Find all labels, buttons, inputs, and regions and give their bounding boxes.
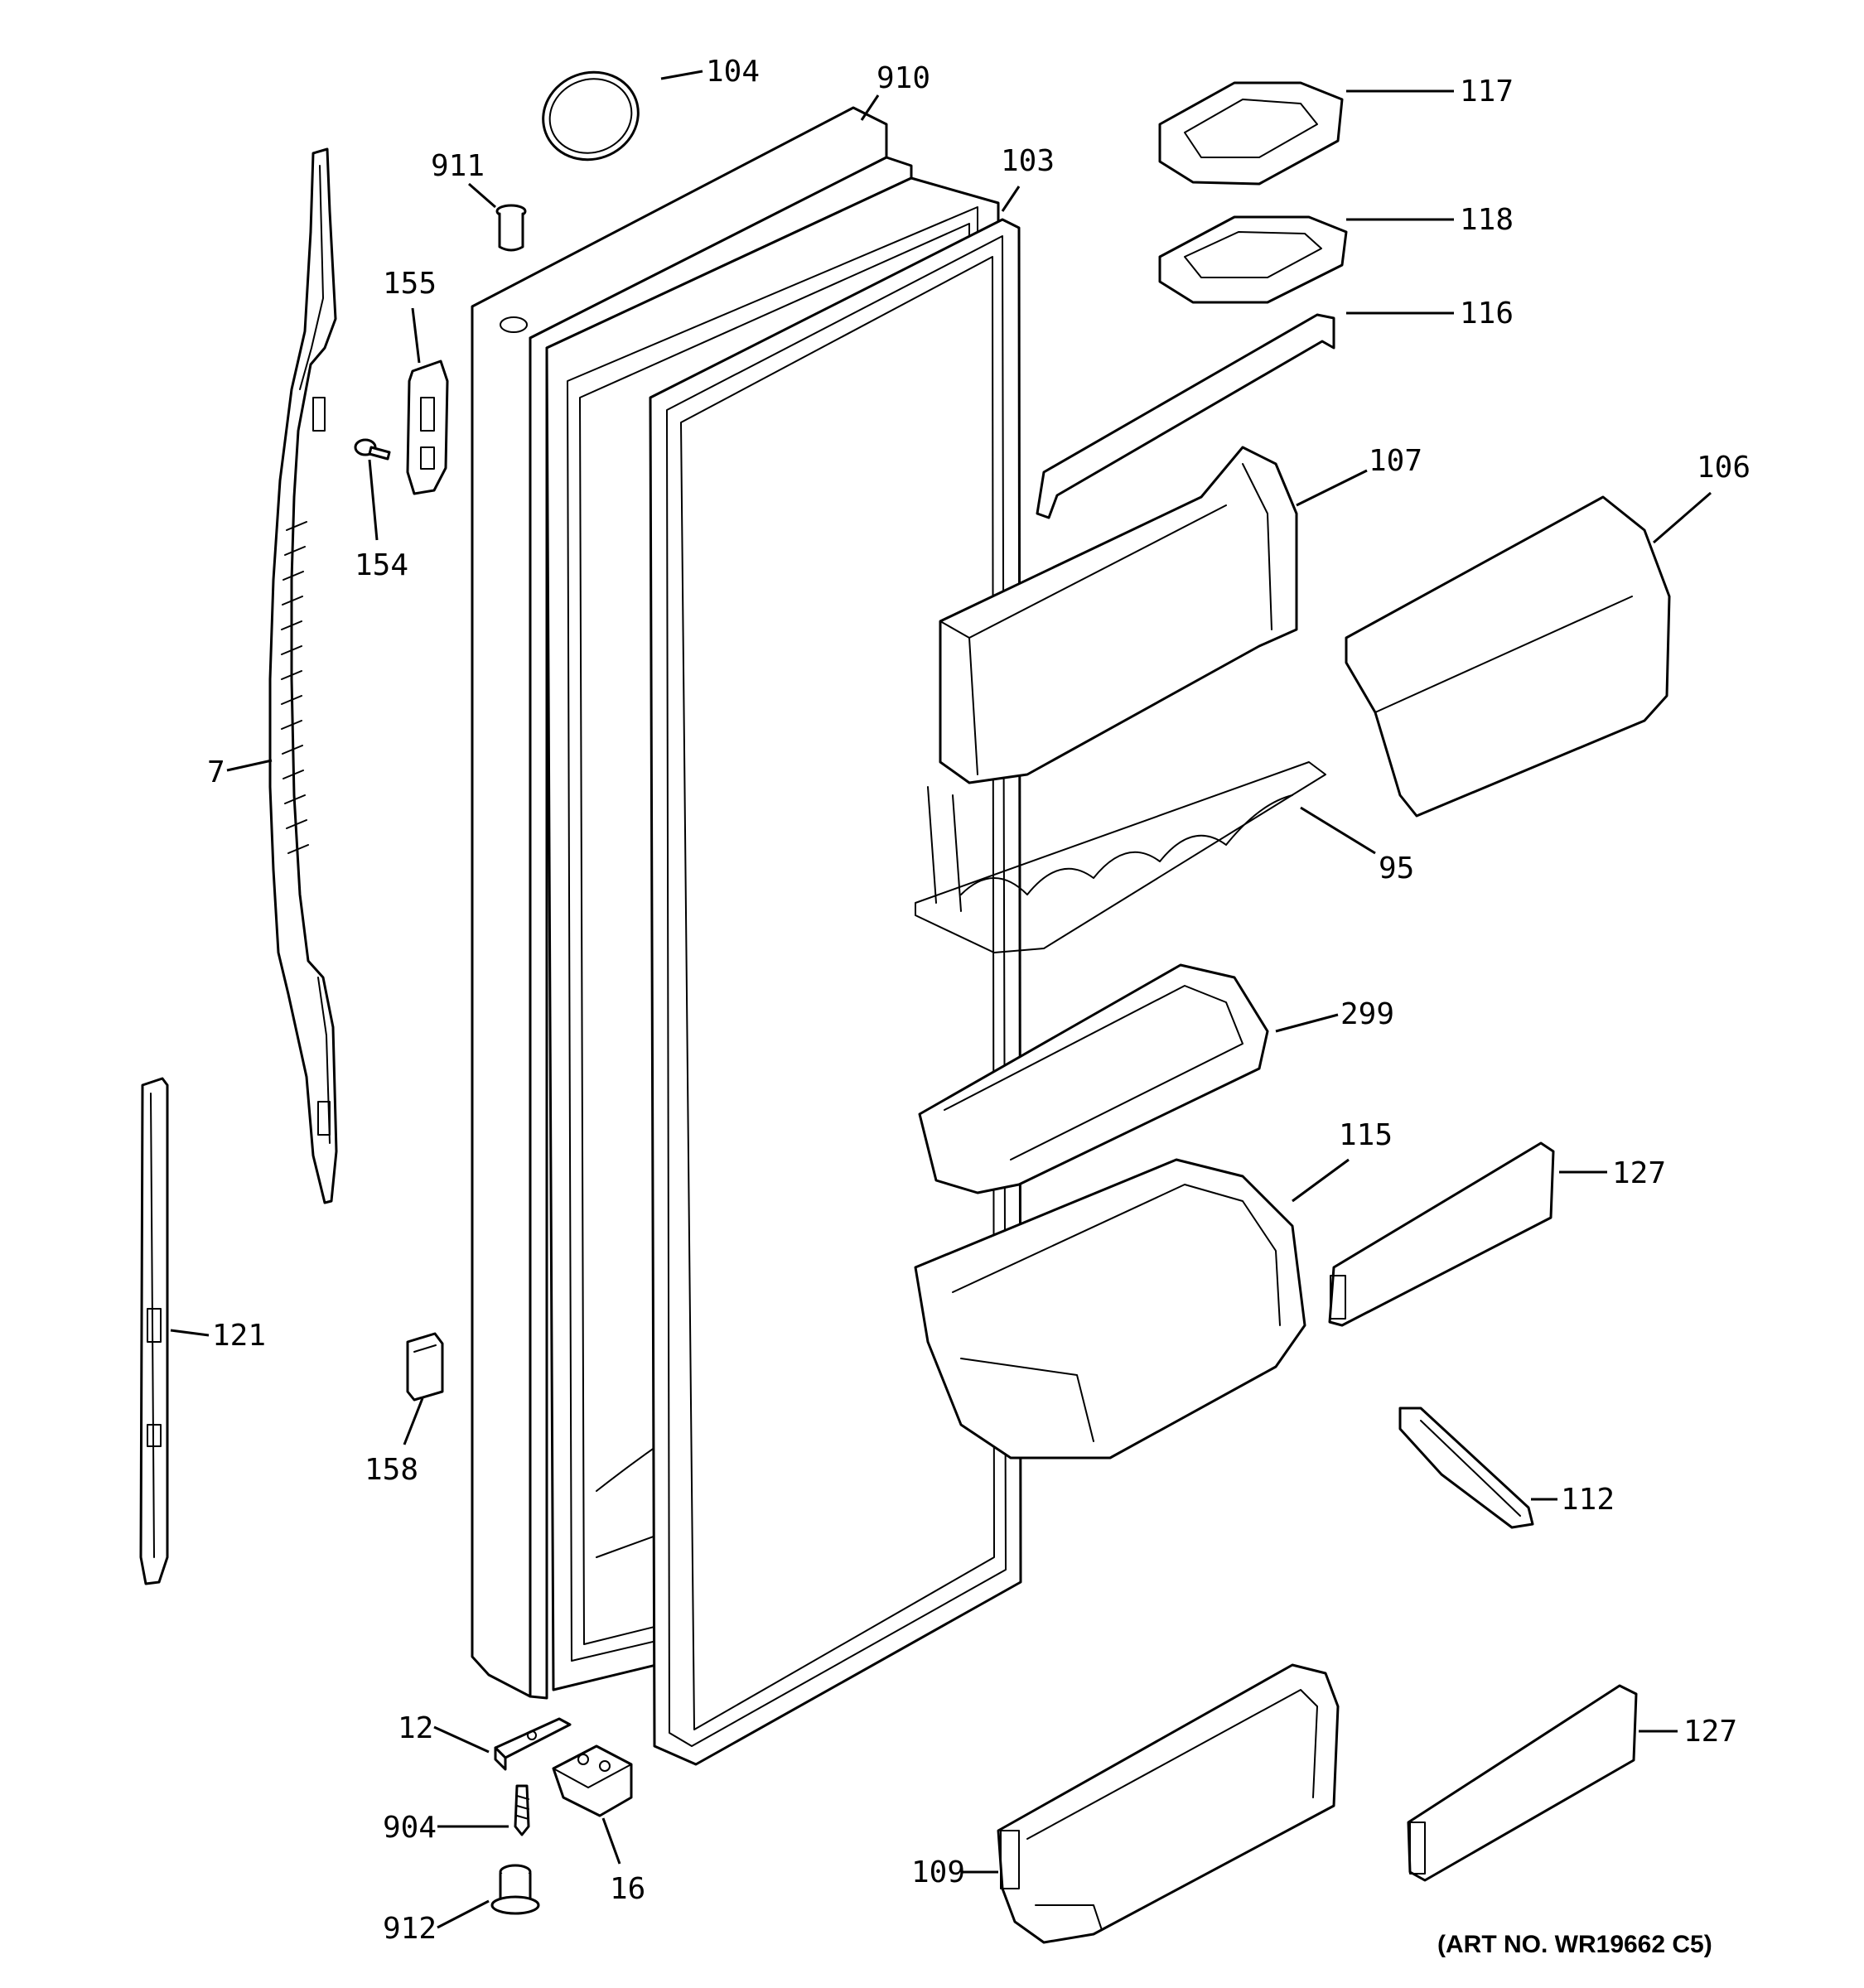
- part-109-bin: [997, 1663, 1340, 1944]
- callout-7: 7: [207, 755, 225, 789]
- part-904-screw: [514, 1784, 530, 1836]
- part-116-bar: [1036, 313, 1335, 519]
- callout-115: 115: [1339, 1118, 1393, 1152]
- callout-911: 911: [431, 149, 485, 183]
- callout-127-upper: 127: [1612, 1156, 1666, 1190]
- part-12-plate: [494, 1717, 572, 1771]
- callout-104: 104: [706, 55, 760, 89]
- callout-155: 155: [383, 267, 437, 301]
- part-106-cover: [1345, 495, 1671, 818]
- part-112-clip: [1398, 1407, 1534, 1529]
- part-16-lower-hinge: [552, 1744, 633, 1817]
- part-103-gasket: [649, 218, 1022, 1766]
- part-121-trim-strip: [139, 1077, 169, 1585]
- callout-121: 121: [212, 1319, 266, 1353]
- callout-154: 154: [355, 548, 408, 582]
- part-911-bushing: [495, 204, 527, 252]
- callout-leader-lines: [170, 70, 1712, 1929]
- callout-109: 109: [911, 1855, 965, 1889]
- handle-grip-ridges: [281, 521, 309, 854]
- part-118-tray: [1158, 215, 1348, 304]
- part-115-bin: [914, 1158, 1306, 1460]
- part-299-bin: [918, 963, 1269, 1194]
- callout-95: 95: [1379, 852, 1414, 885]
- callout-116: 116: [1460, 297, 1514, 331]
- part-7-handle: [268, 147, 338, 1204]
- callout-299: 299: [1340, 997, 1394, 1031]
- part-drawings: [139, 70, 1671, 1944]
- callout-127-lower: 127: [1683, 1715, 1737, 1749]
- callout-112: 112: [1561, 1483, 1615, 1517]
- callout-912: 912: [383, 1912, 437, 1946]
- callout-118: 118: [1460, 203, 1514, 237]
- callout-158: 158: [365, 1453, 418, 1487]
- art-number: (ART NO. WR19662 C5): [1437, 1931, 1712, 1958]
- part-158-stop: [406, 1332, 444, 1402]
- part-95-wire-rack: [915, 761, 1326, 953]
- part-127-upper-cover: [1328, 1141, 1555, 1327]
- part-912-bushing: [490, 1864, 540, 1915]
- callout-106: 106: [1697, 451, 1751, 485]
- callout-107: 107: [1369, 444, 1422, 478]
- callout-117: 117: [1460, 75, 1514, 109]
- part-154-screw: [354, 438, 391, 461]
- part-107-bin: [939, 446, 1298, 784]
- callout-904: 904: [383, 1811, 437, 1845]
- part-155-hinge-bracket: [406, 359, 449, 495]
- part-104-gasket: [542, 70, 640, 162]
- part-127-lower-cover: [1407, 1684, 1638, 1882]
- callout-labels: 104 910 911 103 155 154 7 121 158 12 904…: [207, 55, 1751, 1946]
- callout-103: 103: [1001, 144, 1055, 178]
- callout-910: 910: [876, 61, 930, 95]
- callout-12: 12: [398, 1711, 433, 1745]
- part-117-cover: [1158, 81, 1344, 186]
- callout-16: 16: [610, 1872, 645, 1906]
